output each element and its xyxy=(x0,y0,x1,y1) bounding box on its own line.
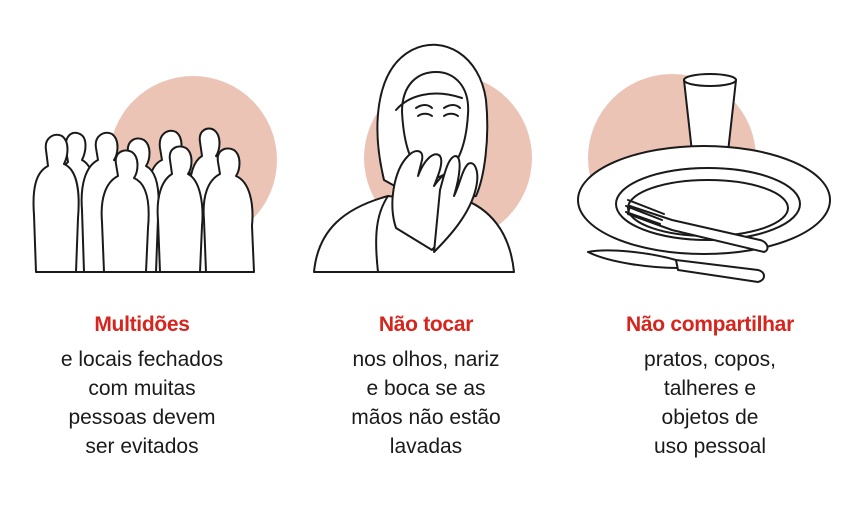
desc-line: e locais fechados xyxy=(60,348,224,371)
tip-title: Não compartilhar xyxy=(626,313,794,336)
tableware-icon xyxy=(577,73,831,283)
desc-line: pessoas devem xyxy=(68,406,216,429)
desc-line: talheres e xyxy=(663,377,757,400)
desc-line: com muitas xyxy=(88,377,196,400)
tip-description: nos olhos, nariz e boca se as mãos não e… xyxy=(284,345,568,461)
tip-title: Multidões xyxy=(94,313,190,336)
desc-line: pratos, copos, xyxy=(644,348,776,371)
desc-line: nos olhos, nariz xyxy=(352,348,500,371)
tip-crowds: Multidões e locais fechados com muitas p… xyxy=(0,0,284,512)
desc-line: mãos não estão xyxy=(351,406,501,429)
tip-description: pratos, copos, talheres e objetos de uso… xyxy=(568,345,852,461)
desc-line: e boca se as xyxy=(366,377,486,400)
tip-face: Não tocar nos olhos, nariz e boca se as … xyxy=(284,0,568,512)
tip-description: e locais fechados com muitas pessoas dev… xyxy=(0,345,284,461)
crowd-icon xyxy=(32,76,277,273)
desc-line: objetos de xyxy=(661,406,759,429)
face-touch-icon xyxy=(313,43,532,273)
tip-tableware: Não compartilhar pratos, copos, talheres… xyxy=(568,0,852,512)
desc-line: lavadas xyxy=(389,435,463,458)
desc-line: uso pessoal xyxy=(653,435,767,458)
desc-line: ser evitados xyxy=(85,435,199,458)
tip-title: Não tocar xyxy=(378,313,474,336)
